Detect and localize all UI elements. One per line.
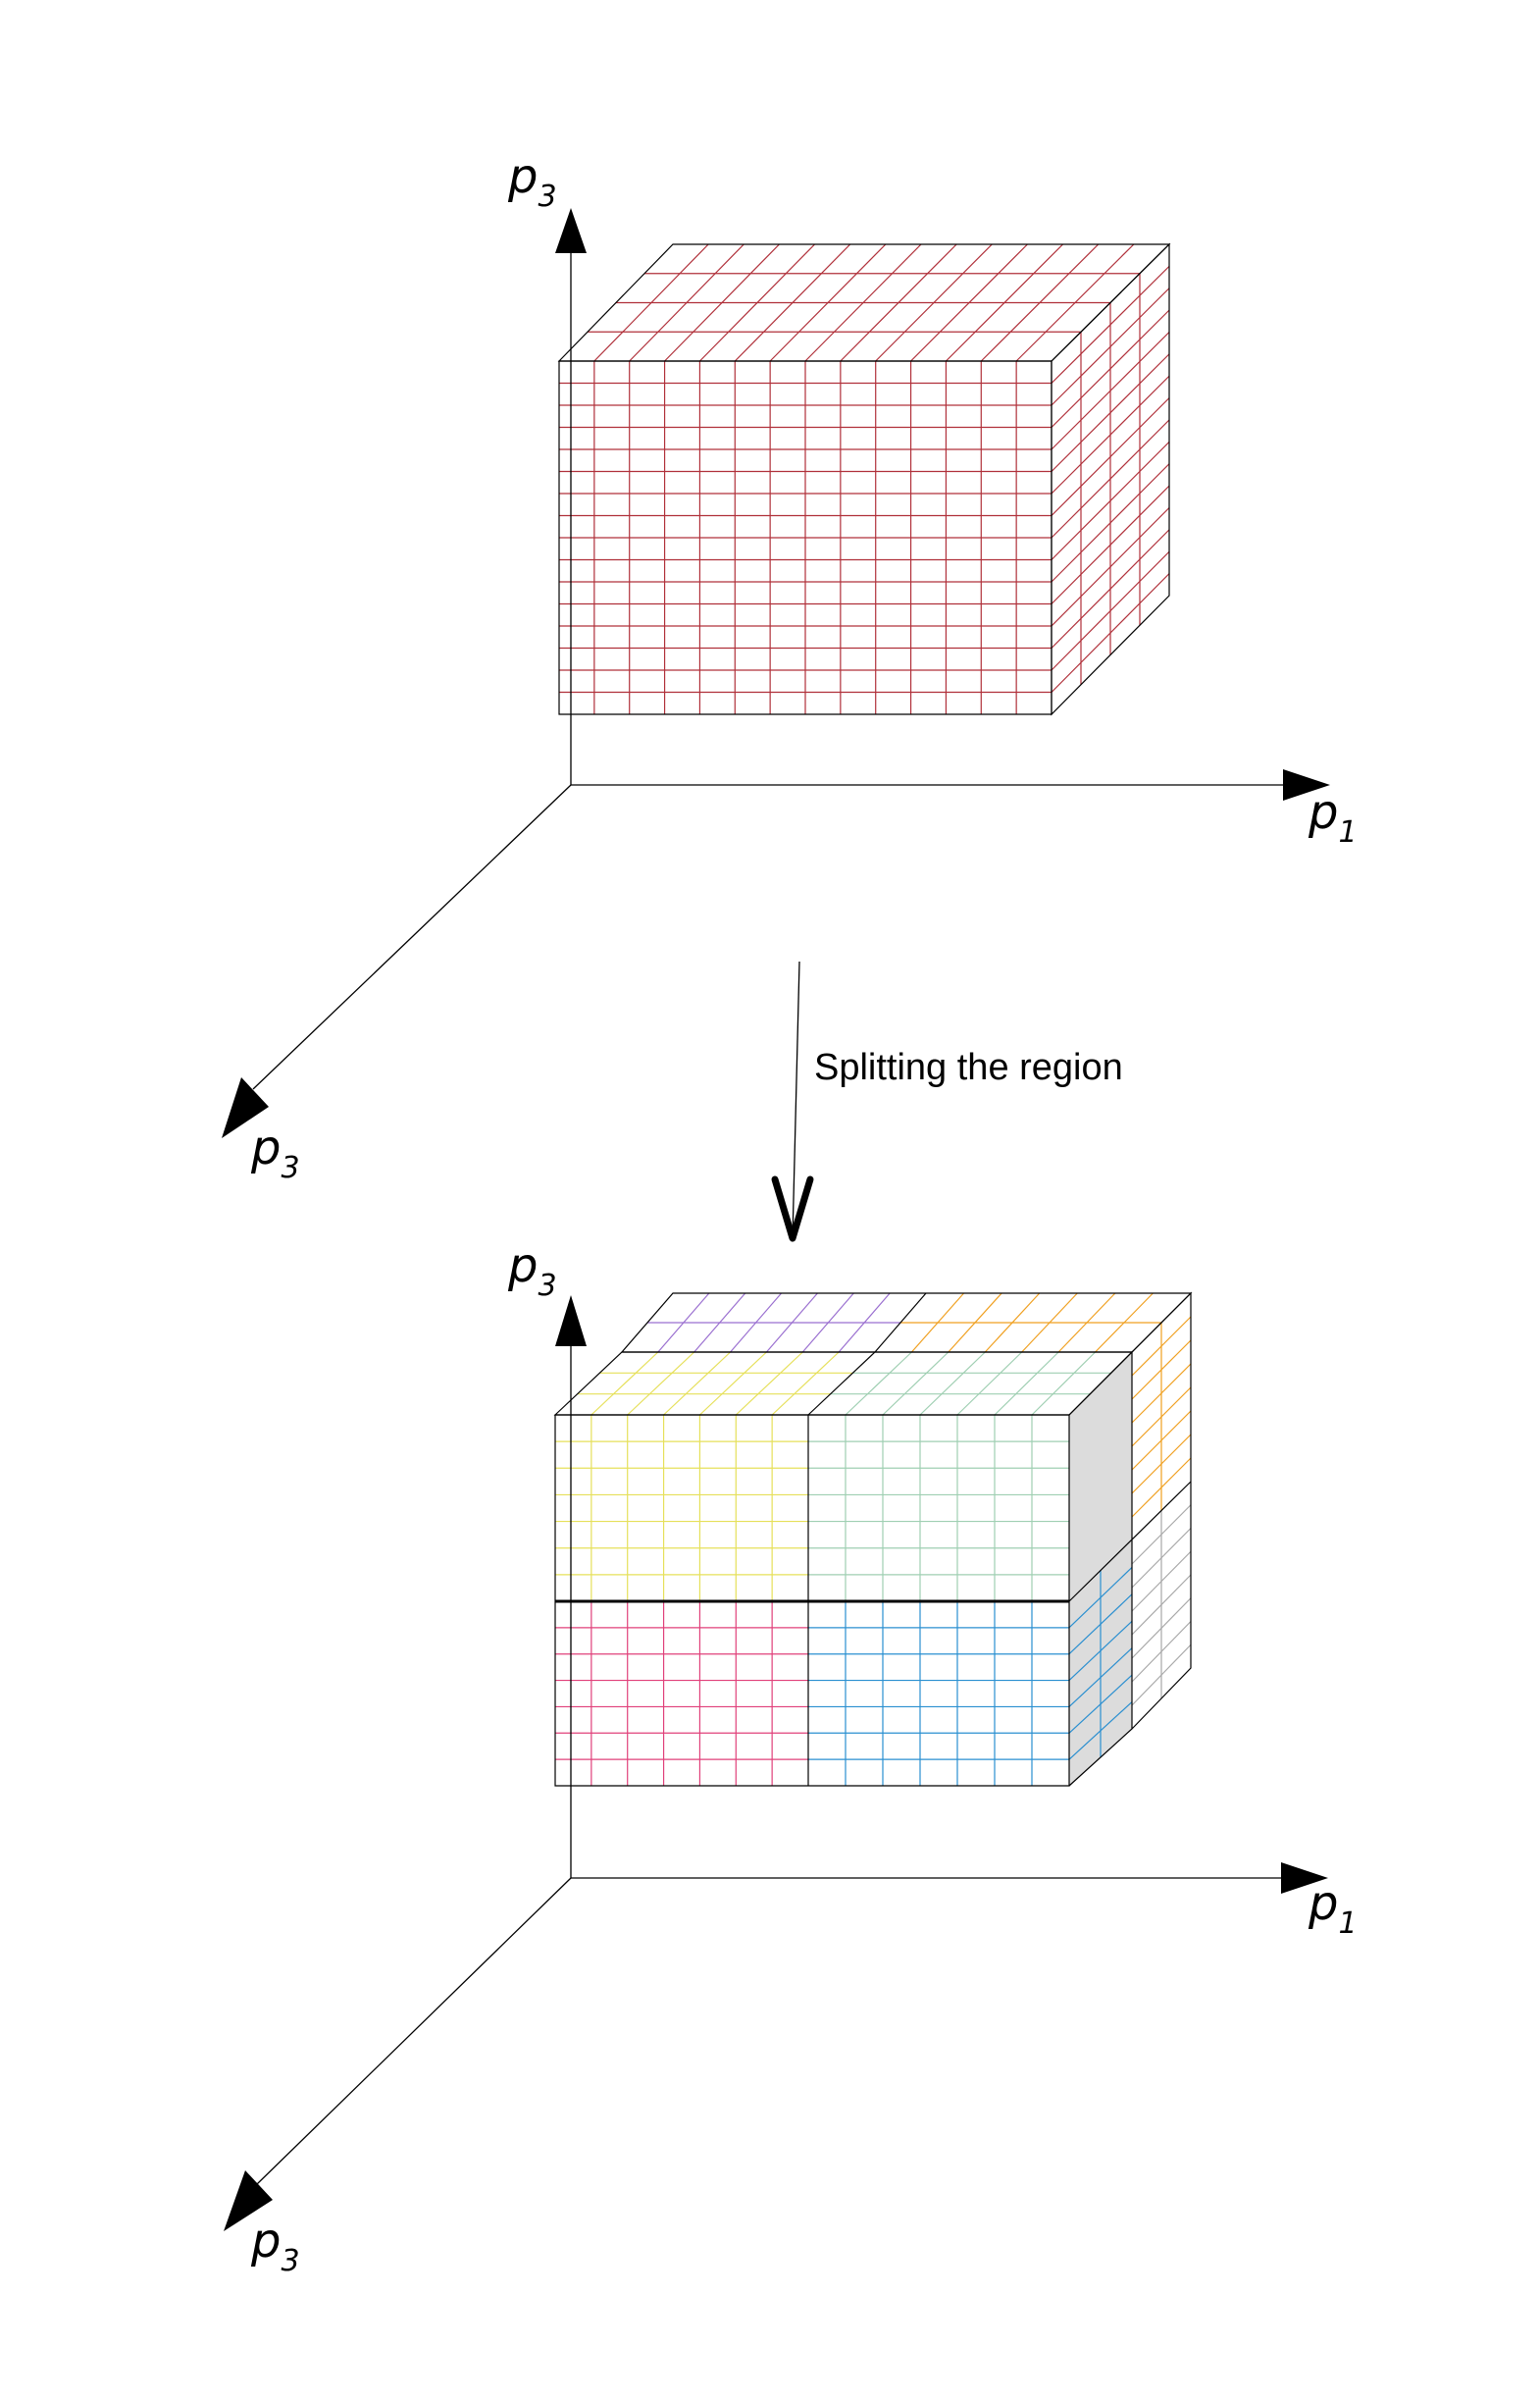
- top-side-face-grid-line: [1051, 265, 1170, 384]
- top-side-face-grid-line: [1051, 573, 1170, 693]
- upper-right-side-shade: [1069, 1352, 1132, 1601]
- top-side-face-grid-line: [1051, 397, 1170, 516]
- top-region-box-edges: [557, 242, 1171, 716]
- transition-arrow-shaft: [792, 961, 800, 1239]
- top-side-face-grid-line: [1051, 419, 1170, 539]
- top-depth-axis: [252, 784, 572, 1090]
- lower-back-right-side-grid-line: [1131, 1597, 1192, 1659]
- upper-right-top-grid-line: [994, 1351, 1059, 1416]
- back-right-side-grid-line: [1131, 1410, 1192, 1471]
- upper-right-top-grid-line: [956, 1351, 1023, 1416]
- back-right-side-grid-line: [1131, 1363, 1192, 1424]
- upper-left-top-grid-line: [771, 1351, 840, 1416]
- top-side-face-grid-line: [1051, 332, 1170, 450]
- bottom-region-edges: [553, 1291, 1193, 1787]
- upper-left-top-grid-line: [590, 1351, 659, 1416]
- bottom-horizontal-arrowhead: [1281, 1862, 1328, 1894]
- bottom-vertical-arrowhead: [555, 1295, 587, 1346]
- top-vertical-arrowhead: [555, 208, 587, 253]
- back-right-side-grid-line: [1131, 1434, 1192, 1494]
- upper-left-top-grid-line: [735, 1351, 803, 1416]
- bottom-depth-axis-label: p3: [250, 2214, 300, 2278]
- back-right-side-grid-line: [1131, 1339, 1192, 1400]
- lower-right-side-grid-line: [1068, 1647, 1133, 1707]
- lower-back-right-side-grid-line: [1131, 1550, 1192, 1612]
- lower-back-right-side-grid-line: [1131, 1621, 1192, 1683]
- upper-right-top-grid-line: [882, 1351, 950, 1416]
- bottom-depth-arrowhead: [224, 2170, 273, 2231]
- splitting-transition: Splitting the region: [771, 961, 1123, 1242]
- bottom-axes: [224, 1295, 1328, 2231]
- bottom-diagram: p3 p1 p3: [224, 1238, 1358, 2278]
- upper-left-top-grid-line: [627, 1351, 695, 1416]
- transition-caption: Splitting the region: [814, 1047, 1123, 1088]
- lower-right-side-grid-line: [1068, 1566, 1133, 1629]
- top-diagram: p3 p1 p3: [222, 149, 1358, 1185]
- top-side-face-grid-line: [1051, 441, 1170, 560]
- bottom-upper-sub-regions: [555, 1351, 1111, 1601]
- top-side-face-grid-line: [1051, 485, 1170, 604]
- transition-arrow-head: [771, 1175, 814, 1242]
- lower-back-right-side-grid-line: [1131, 1504, 1192, 1565]
- back-right-side-grid-line: [1131, 1457, 1192, 1518]
- bottom-lower-sub-regions: [555, 1601, 1069, 1786]
- top-side-face-grid-line: [1051, 507, 1170, 627]
- upper-right-top-grid-line: [845, 1351, 912, 1416]
- bottom-vertical-axis-label: p3: [507, 1238, 557, 1303]
- back-right-side-grid-line: [1131, 1316, 1192, 1377]
- bottom-horizontal-axis-label: p1: [1308, 1876, 1358, 1941]
- top-side-face-grid-line: [1051, 287, 1170, 406]
- top-depth-axis-label: p3: [250, 1121, 300, 1185]
- top-side-face-grid-line: [1051, 353, 1170, 472]
- top-side-face-grid-line: [1051, 463, 1170, 583]
- top-side-face-grid-line: [1051, 375, 1170, 495]
- top-side-face-grid-line: [1051, 529, 1170, 649]
- lower-back-right-side-grid-line: [1131, 1528, 1192, 1589]
- lower-right-side-grid-line: [1068, 1593, 1133, 1655]
- top-vertical-axis-label: p3: [507, 149, 557, 214]
- top-side-face-grid-line: [1051, 309, 1170, 428]
- top-side-face-grid-line: [1051, 550, 1170, 671]
- lower-back-right-side-grid-line: [1131, 1574, 1192, 1636]
- lower-right-side-grid-line: [1068, 1674, 1133, 1734]
- upper-right-top-grid-line: [919, 1351, 986, 1416]
- top-horizontal-axis-label: p1: [1308, 785, 1358, 850]
- bottom-depth-axis: [256, 1877, 572, 2185]
- upper-left-top-grid-line: [699, 1351, 767, 1416]
- upper-left-top-grid-line: [663, 1351, 731, 1416]
- top-region-grid: [559, 243, 1170, 714]
- lower-back-right-side-grid-line: [1131, 1643, 1192, 1706]
- top-depth-arrowhead: [222, 1077, 269, 1138]
- bottom-side-faces: [1068, 1352, 1133, 1786]
- top-axes: [222, 208, 1330, 1138]
- bottom-back-sub-regions: [647, 1292, 1192, 1706]
- top-horizontal-arrowhead: [1283, 769, 1330, 801]
- lower-right-side-grid-line: [1068, 1701, 1133, 1760]
- lower-right-side-grid-line: [1068, 1620, 1133, 1682]
- back-right-side-grid-line: [1131, 1386, 1192, 1447]
- upper-right-top-grid-line: [1031, 1351, 1096, 1416]
